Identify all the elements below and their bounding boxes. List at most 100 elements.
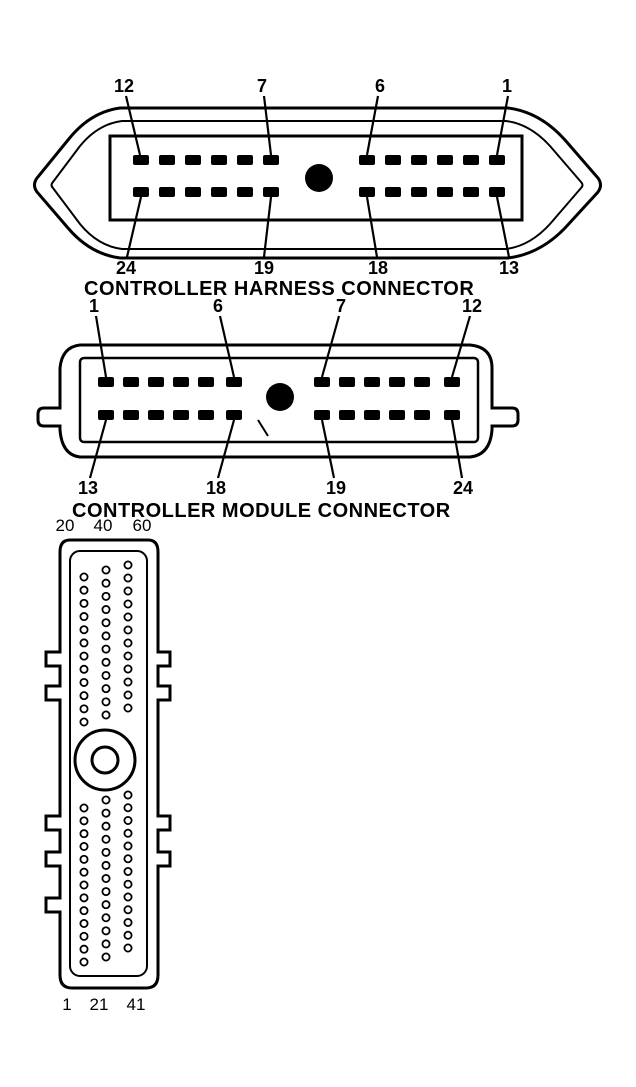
module-pin-bottom-right-6 [444, 410, 460, 420]
harness-pin-bottom-right-6 [489, 187, 505, 197]
hole-col1-bottom-5 [79, 854, 89, 864]
module-pin-bottom-left-5 [198, 410, 214, 420]
hole-col2-bottom-11 [101, 926, 111, 936]
hole-col1-bottom-8 [79, 893, 89, 903]
module-pin-top-left-5 [198, 377, 214, 387]
hole-col3-top-3 [123, 586, 133, 596]
hole-col2-bottom-8 [101, 887, 111, 897]
module-pin-top-left-2 [123, 377, 139, 387]
module-shell [36, 343, 520, 459]
harness-center-post [305, 164, 333, 192]
harness-leader-1 [495, 95, 510, 156]
hole-col3-top-8 [123, 651, 133, 661]
harness-pin-top-right-4 [437, 155, 453, 165]
harness-pin-label-18: 18 [368, 258, 388, 278]
hole-col3-bottom-12 [123, 930, 133, 940]
hole-col3-bottom-1 [123, 790, 133, 800]
harness-leader-12 [124, 95, 142, 156]
hole-col2-bottom-3 [101, 821, 111, 831]
hole-col1-bottom-7 [79, 880, 89, 890]
harness-connector: 12 7 6 1 24 19 18 13 CONTROLLER HARNESS … [33, 76, 602, 300]
hole-col1-bottom-3 [79, 829, 89, 839]
harness-pin-top-left-2 [159, 155, 175, 165]
hole-col1-top-11 [79, 704, 89, 714]
harness-pin-bottom-left-1 [133, 187, 149, 197]
hole-col2-bottom-2 [101, 808, 111, 818]
hole-col2-top-2 [101, 578, 111, 588]
pin-label-40: 40 [94, 516, 113, 535]
harness-shell [33, 106, 602, 260]
module-pin-top-left-3 [148, 377, 164, 387]
module-pin-label-13: 13 [78, 478, 98, 498]
module-pin-top-right-2 [339, 377, 355, 387]
hole-col2-top-9 [101, 670, 111, 680]
hole-col1-bottom-1 [79, 803, 89, 813]
module-pin-top-right-6 [444, 377, 460, 387]
sixty-pin-cavity [69, 550, 148, 977]
pin-label-20: 20 [56, 516, 75, 535]
module-pin-label-1: 1 [89, 296, 99, 316]
hole-col1-top-5 [79, 625, 89, 635]
hole-col3-top-12 [123, 703, 133, 713]
hole-col1-bottom-13 [79, 957, 89, 967]
module-pin-bottom-right-1 [314, 410, 330, 420]
sixty-pin-shell [44, 538, 172, 990]
hole-col2-top-12 [101, 710, 111, 720]
hole-col1-top-2 [79, 585, 89, 595]
module-pin-bottom-right-5 [414, 410, 430, 420]
harness-pin-top-left-1 [133, 155, 149, 165]
module-pins [98, 377, 460, 420]
harness-pin-top-right-3 [411, 155, 427, 165]
module-leader-18 [216, 419, 236, 479]
module-pin-bottom-left-4 [173, 410, 189, 420]
module-leader-13 [88, 419, 108, 479]
sixty-pin-center-boss [73, 728, 137, 792]
hole-col1-bottom-4 [79, 842, 89, 852]
hole-col1-top-10 [79, 691, 89, 701]
hole-col2-bottom-10 [101, 913, 111, 923]
hole-col3-bottom-11 [123, 918, 133, 928]
pin-label-60: 60 [133, 516, 152, 535]
harness-leader-13 [495, 196, 511, 258]
hole-col1-bottom-12 [79, 944, 89, 954]
harness-leaders [124, 95, 511, 258]
hole-col3-top-6 [123, 625, 133, 635]
module-pin-top-left-1 [98, 377, 114, 387]
harness-pin-top-right-1 [359, 155, 375, 165]
hole-col3-top-2 [123, 573, 133, 583]
harness-shell-inner [50, 120, 584, 250]
harness-pin-bottom-left-3 [185, 187, 201, 197]
module-leader-1 [94, 315, 108, 378]
hole-col3-top-1 [123, 560, 133, 570]
harness-leader-24 [125, 196, 143, 258]
hole-col1-top-8 [79, 664, 89, 674]
harness-pin-label-1: 1 [502, 76, 512, 96]
module-pin-top-right-5 [414, 377, 430, 387]
hole-col2-bottom-5 [101, 847, 111, 857]
module-leader-19 [320, 419, 336, 479]
harness-pin-bottom-left-2 [159, 187, 175, 197]
harness-pin-label-13: 13 [499, 258, 519, 278]
hole-col3-bottom-7 [123, 867, 133, 877]
harness-pin-label-7: 7 [257, 76, 267, 96]
module-pin-top-right-3 [364, 377, 380, 387]
hole-col1-bottom-10 [79, 919, 89, 929]
hole-col2-bottom-6 [101, 860, 111, 870]
hole-col2-top-10 [101, 684, 111, 694]
harness-pin-bottom-right-5 [463, 187, 479, 197]
harness-pin-bottom-right-4 [437, 187, 453, 197]
module-pin-bottom-right-4 [389, 410, 405, 420]
hole-col2-top-1 [101, 565, 111, 575]
hole-col2-top-8 [101, 657, 111, 667]
hole-col2-top-5 [101, 618, 111, 628]
harness-pin-cavity [108, 134, 524, 222]
hole-col2-bottom-1 [101, 795, 111, 805]
hole-col2-bottom-12 [101, 939, 111, 949]
module-key-notch [257, 419, 269, 437]
module-pin-label-24: 24 [453, 478, 473, 498]
sixty-pin-holes [79, 560, 133, 967]
module-pin-bottom-left-2 [123, 410, 139, 420]
module-pin-top-right-4 [389, 377, 405, 387]
hole-col3-top-7 [123, 638, 133, 648]
